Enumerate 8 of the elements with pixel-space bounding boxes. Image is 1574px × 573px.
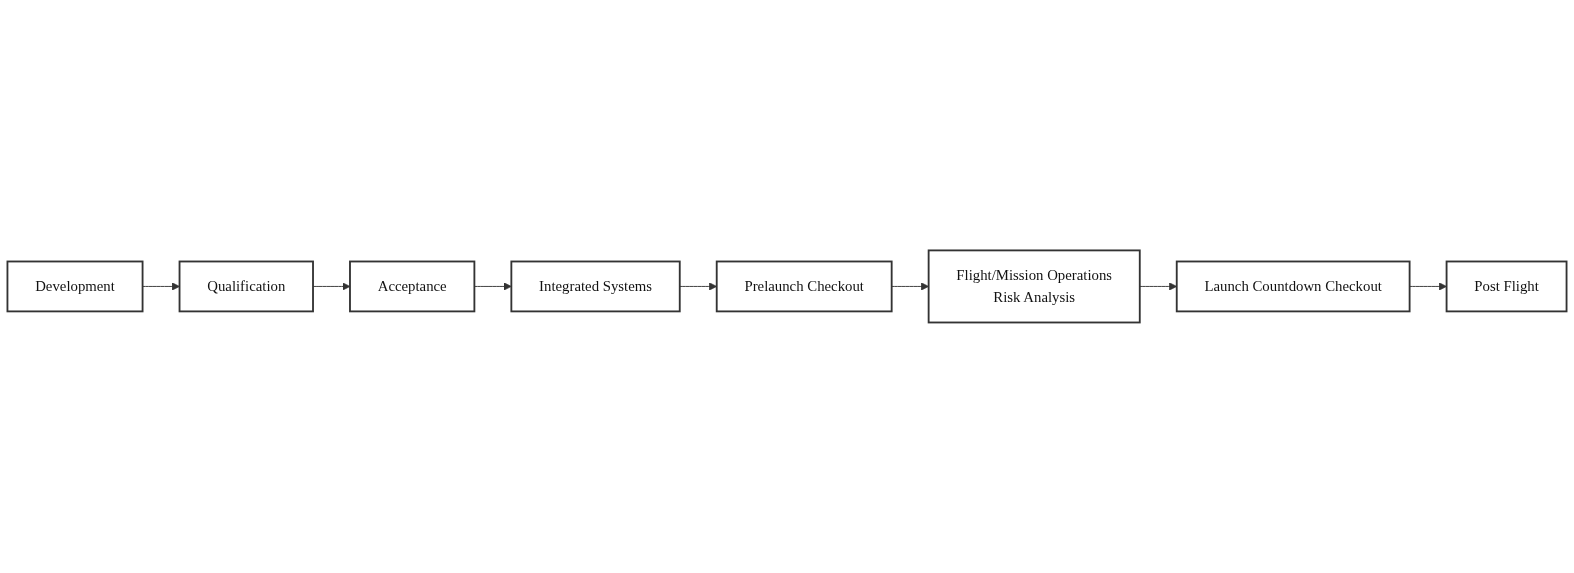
node-box: Development (6, 260, 144, 313)
node-box: Qualification (178, 260, 314, 313)
node-box: Acceptance (349, 260, 476, 313)
node-box: Post Flight (1445, 260, 1568, 313)
node-box: Prelaunch Checkout (715, 260, 893, 313)
node-box: Launch Countdown Checkout (1175, 260, 1411, 313)
node-box: Integrated Systems (510, 260, 681, 313)
node-box: Flight/Mission Operations Risk Analysis (927, 249, 1141, 324)
